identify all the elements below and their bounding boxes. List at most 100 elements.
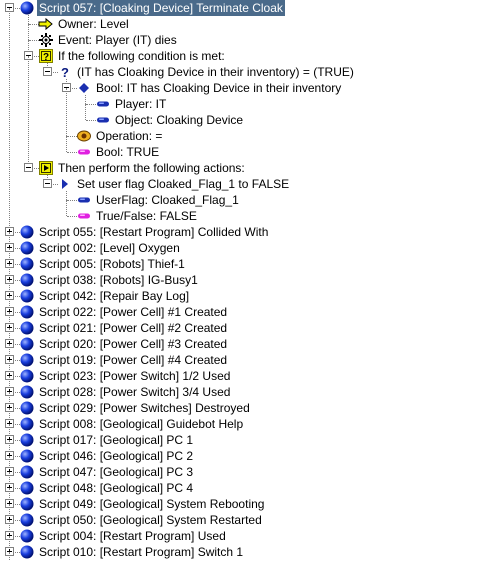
tree-item-label[interactable]: Operation: = xyxy=(96,129,163,143)
tree-item[interactable]: Script 055: [Restart Program] Collided W… xyxy=(0,224,480,240)
blue-pill-icon xyxy=(95,96,111,112)
tree-connector xyxy=(85,104,86,120)
tree-item[interactable]: Script 048: [Geological] PC 4 xyxy=(0,480,480,496)
tree-item-label[interactable]: Script 002: [Level] Oxygen xyxy=(39,241,180,255)
tree-connector xyxy=(9,296,10,312)
tree-item-label[interactable]: Script 010: [Restart Program] Switch 1 xyxy=(39,545,244,559)
tree-connector xyxy=(67,88,77,89)
tree-item[interactable]: Script 049: [Geological] System Rebootin… xyxy=(0,496,480,512)
tree-item-label[interactable]: Script 019: [Power Cell] #4 Created xyxy=(39,353,228,367)
tree-item[interactable]: Script 046: [Geological] PC 2 xyxy=(0,448,480,464)
tree-item[interactable]: Event: Player (IT) dies xyxy=(0,32,480,48)
tree-item[interactable]: Script 004: [Restart Program] Used xyxy=(0,528,480,544)
tree-item-label[interactable]: Script 046: [Geological] PC 2 xyxy=(39,449,194,463)
tree-item-label[interactable]: Player: IT xyxy=(115,97,167,111)
tree-item-label[interactable]: Script 023: [Power Switch] 1/2 Used xyxy=(39,369,231,383)
blue-pill-icon xyxy=(76,192,92,208)
tree-connector xyxy=(9,408,10,424)
tree-item-label[interactable]: Script 004: [Restart Program] Used xyxy=(39,529,226,543)
tree-item-label[interactable]: Script 047: [Geological] PC 3 xyxy=(39,465,194,479)
tree-item[interactable]: True/False: FALSE xyxy=(0,208,480,224)
tree-item-label[interactable]: Script 057: [Cloaking Device] Terminate … xyxy=(37,0,285,16)
tree-connector xyxy=(29,56,39,57)
tree-item-label[interactable]: Bool: TRUE xyxy=(96,145,160,159)
tree-connector xyxy=(48,184,58,185)
tree-item-label[interactable]: Script 028: [Power Switch] 3/4 Used xyxy=(39,385,231,399)
tree-connector xyxy=(9,504,10,520)
tree-item[interactable]: UserFlag: Cloaked_Flag_1 xyxy=(0,192,480,208)
tree-item[interactable]: Script 042: [Repair Bay Log] xyxy=(0,288,480,304)
tree-connector xyxy=(9,456,10,472)
tree-item[interactable]: Script 023: [Power Switch] 1/2 Used xyxy=(0,368,480,384)
tree-item-label[interactable]: Owner: Level xyxy=(58,17,129,31)
tree-item-label[interactable]: True/False: FALSE xyxy=(96,209,197,223)
tree-item-label[interactable]: Script 022: [Power Cell] #1 Created xyxy=(39,305,228,319)
tree-connector xyxy=(9,248,10,264)
tree-item-label[interactable]: Script 020: [Power Cell] #3 Created xyxy=(39,337,228,351)
blue-sphere-icon xyxy=(19,448,35,464)
tree-item[interactable]: Owner: Level xyxy=(0,16,480,32)
tree-item[interactable]: Player: IT xyxy=(0,96,480,112)
tree-item-label[interactable]: Script 029: [Power Switches] Destroyed xyxy=(39,401,250,415)
tree-item[interactable]: Operation: = xyxy=(0,128,480,144)
tree-item[interactable]: Script 010: [Restart Program] Switch 1 xyxy=(0,544,480,560)
tree-item-label[interactable]: Script 048: [Geological] PC 4 xyxy=(39,481,194,495)
tree-item-label[interactable]: Script 038: [Robots] IG-Busy1 xyxy=(39,273,198,287)
tree-item[interactable]: Then perform the following actions: xyxy=(0,160,480,176)
tree-item-label[interactable]: Script 017: [Geological] PC 1 xyxy=(39,433,194,447)
blue-sphere-icon xyxy=(19,400,35,416)
blue-sphere-icon xyxy=(19,256,35,272)
tree-connector xyxy=(9,520,10,536)
tree-item[interactable]: Script 050: [Geological] System Restarte… xyxy=(0,512,480,528)
blue-sphere-icon xyxy=(19,432,35,448)
tree-connector xyxy=(10,232,20,233)
tree-connector xyxy=(10,312,20,313)
tree-item[interactable]: Script 021: [Power Cell] #2 Created xyxy=(0,320,480,336)
collapse-icon[interactable] xyxy=(43,179,52,188)
tree-item-label[interactable]: UserFlag: Cloaked_Flag_1 xyxy=(96,193,239,207)
tree-item[interactable]: ? (IT has Cloaking Device in their invent… xyxy=(0,64,480,80)
tree-item-label[interactable]: If the following condition is met: xyxy=(58,49,225,63)
tree-item-label[interactable]: Script 008: [Geological] Guidebot Help xyxy=(39,417,244,431)
tree-item[interactable]: Script 019: [Power Cell] #4 Created xyxy=(0,352,480,368)
tree-item-label[interactable]: Event: Player (IT) dies xyxy=(58,33,177,47)
question-mark-icon: ? xyxy=(57,64,73,80)
tree-connector xyxy=(10,536,20,537)
tree-connector xyxy=(10,472,20,473)
tree-item-label[interactable]: Script 049: [Geological] System Rebootin… xyxy=(39,497,265,511)
tree-item[interactable]: Script 028: [Power Switch] 3/4 Used xyxy=(0,384,480,400)
tree-item[interactable]: Script 002: [Level] Oxygen xyxy=(0,240,480,256)
tree-item-label[interactable]: Script 021: [Power Cell] #2 Created xyxy=(39,321,228,335)
tree-item-label[interactable]: Script 042: [Repair Bay Log] xyxy=(39,289,190,303)
tree-connector xyxy=(10,392,20,393)
tree-item[interactable]: Script 005: [Robots] Thief-1 xyxy=(0,256,480,272)
tree-item[interactable]: Script 038: [Robots] IG-Busy1 xyxy=(0,272,480,288)
tree-item[interactable]: Script 029: [Power Switches] Destroyed xyxy=(0,400,480,416)
tree-item[interactable]: Script 057: [Cloaking Device] Terminate … xyxy=(0,0,480,16)
tree-item[interactable]: Script 022: [Power Cell] #1 Created xyxy=(0,304,480,320)
tree-item-label[interactable]: Then perform the following actions: xyxy=(58,161,245,175)
tree-item-label[interactable]: Script 050: [Geological] System Restarte… xyxy=(39,513,262,527)
tree-item[interactable]: Object: Cloaking Device xyxy=(0,112,480,128)
tree-item[interactable]: Set user flag Cloaked_Flag_1 to FALSE xyxy=(0,176,480,192)
tree-item[interactable]: Bool: IT has Cloaking Device in their in… xyxy=(0,80,480,96)
tree-item-label[interactable]: Script 005: [Robots] Thief-1 xyxy=(39,257,185,271)
tree-item-label[interactable]: (IT has Cloaking Device in their invento… xyxy=(77,65,354,79)
tree-item[interactable]: Bool: TRUE xyxy=(0,144,480,160)
collapse-icon[interactable] xyxy=(43,67,52,76)
tree-connector xyxy=(29,168,39,169)
tree-item-label[interactable]: Set user flag Cloaked_Flag_1 to FALSE xyxy=(77,177,290,191)
tree-connector xyxy=(9,344,10,360)
tree-item-label[interactable]: Bool: IT has Cloaking Device in their in… xyxy=(96,81,342,95)
tree-item[interactable]: Script 017: [Geological] PC 1 xyxy=(0,432,480,448)
tree-item[interactable]: Script 020: [Power Cell] #3 Created xyxy=(0,336,480,352)
tree-item[interactable]: ?If the following condition is met: xyxy=(0,48,480,64)
blue-diamond-icon xyxy=(76,80,92,96)
tree-item-label[interactable]: Object: Cloaking Device xyxy=(115,113,244,127)
tree-item[interactable]: Script 008: [Geological] Guidebot Help xyxy=(0,416,480,432)
tree-item-label[interactable]: Script 055: [Restart Program] Collided W… xyxy=(39,225,269,239)
tree-connector xyxy=(67,200,77,201)
collapse-icon[interactable] xyxy=(24,163,33,172)
tree-item[interactable]: Script 047: [Geological] PC 3 xyxy=(0,464,480,480)
